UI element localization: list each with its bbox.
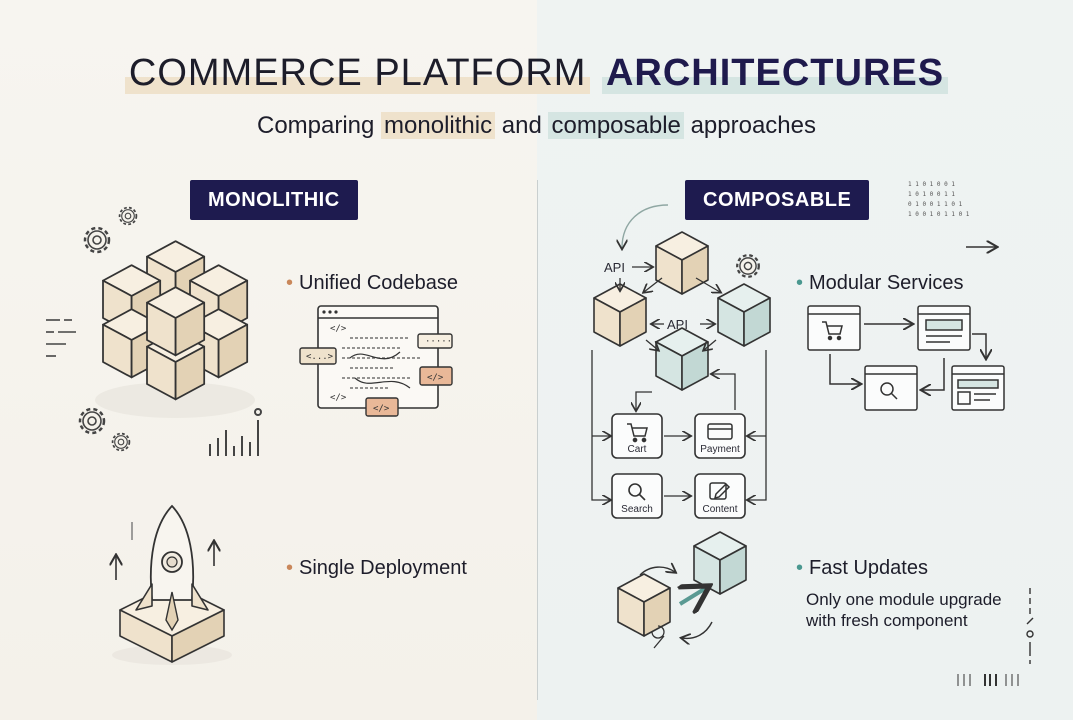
bullet-unified-codebase: •Unified Codebase xyxy=(286,272,458,295)
gear-icon xyxy=(111,432,131,452)
bullet-dot: • xyxy=(286,557,294,579)
rocket-icon xyxy=(112,504,232,665)
gear-icon xyxy=(83,226,111,254)
code-window-icon: </> </> <...> ····· </> </> xyxy=(299,305,453,417)
browser-window-icon xyxy=(807,305,861,351)
module-search: Search xyxy=(611,473,663,519)
browser-window-icon xyxy=(951,365,1005,411)
bullet-single-deployment: •Single Deployment xyxy=(286,557,467,580)
api-label: API xyxy=(604,260,625,275)
panel-divider xyxy=(537,180,538,700)
title-part-1: COMMERCE PLATFORM xyxy=(124,52,591,94)
edit-icon xyxy=(709,482,731,500)
bullet-label: Unified Codebase xyxy=(299,272,459,294)
module-label: Payment xyxy=(700,444,740,455)
subtitle-monolithic: monolithic xyxy=(381,112,496,139)
bullet-label: Single Deployment xyxy=(299,557,467,579)
svg-text:·····: ····· xyxy=(425,337,452,347)
page-subtitle: Comparing monolithic and composable appr… xyxy=(0,112,1073,140)
decorative-lines xyxy=(1026,588,1034,664)
gear-icon xyxy=(736,254,760,278)
subtitle-composable: composable xyxy=(548,112,684,139)
code-tag: <...> xyxy=(306,352,334,362)
monolith-cube-cluster-icon xyxy=(95,240,255,418)
credit-card-icon xyxy=(707,423,733,440)
gear-icon xyxy=(118,206,138,226)
bullet-label: Modular Services xyxy=(809,272,964,294)
module-label: Search xyxy=(621,504,653,515)
module-content: Content xyxy=(694,473,746,519)
decorative-lines xyxy=(46,319,76,357)
code-tag: </> xyxy=(373,404,390,414)
module-payment: Payment xyxy=(694,413,746,459)
search-icon xyxy=(880,382,898,400)
gear-icon xyxy=(78,407,106,435)
browser-window-icon xyxy=(917,305,971,351)
composable-badge: COMPOSABLE xyxy=(685,180,870,220)
subtitle-post: approaches xyxy=(690,112,817,139)
bullet-fast-updates: •Fast Updates xyxy=(796,557,928,580)
subtitle-pre: Comparing xyxy=(256,112,375,139)
subtitle-mid: and xyxy=(501,112,542,139)
bullet-modular-services: •Modular Services xyxy=(796,272,964,295)
bullet-label: Fast Updates xyxy=(809,557,928,579)
composable-network: API API xyxy=(591,231,771,500)
bullet-dot: • xyxy=(796,557,804,579)
fast-updates-illustration xyxy=(617,531,747,649)
module-label: Cart xyxy=(628,444,647,455)
cart-icon xyxy=(627,423,648,443)
code-tag: </> xyxy=(330,324,347,334)
search-icon xyxy=(628,483,646,501)
svg-text:1 1 0 1 0 0 1: 1 1 0 1 0 0 1 xyxy=(908,181,955,188)
browser-window-icon xyxy=(864,365,918,411)
page-title: COMMERCE PLATFORM ARCHITECTURES xyxy=(0,52,1073,95)
fast-updates-description: Only one module upgrade with fresh compo… xyxy=(806,590,1002,630)
bullet-dot: • xyxy=(286,272,294,294)
svg-text:1 0 0 1 0 1 1 0 1: 1 0 0 1 0 1 1 0 1 xyxy=(908,211,970,218)
module-cart: Cart xyxy=(611,413,663,459)
api-label: API xyxy=(667,317,688,332)
title-part-2: ARCHITECTURES xyxy=(601,52,949,94)
code-tag: </> xyxy=(330,393,347,403)
binary-text: 1 1 0 1 0 0 1 1 0 1 0 0 1 1 0 1 0 0 1 1 … xyxy=(908,181,970,218)
curved-arrow xyxy=(622,204,669,248)
module-label: Content xyxy=(702,504,737,515)
svg-text:1 0 1 0 0 1 1: 1 0 1 0 0 1 1 xyxy=(908,191,955,198)
bullet-dot: • xyxy=(796,272,804,294)
code-tag: </> xyxy=(427,373,444,383)
bar-decoration-icon xyxy=(209,408,262,456)
refresh-icon xyxy=(651,625,665,649)
svg-text:0 1 0 0 1 1 0 1: 0 1 0 0 1 1 0 1 xyxy=(908,201,963,208)
monolithic-badge: MONOLITHIC xyxy=(190,180,358,220)
barcode-decoration xyxy=(957,674,1019,686)
modular-services-diagram xyxy=(807,305,1005,411)
cart-icon xyxy=(822,321,843,341)
